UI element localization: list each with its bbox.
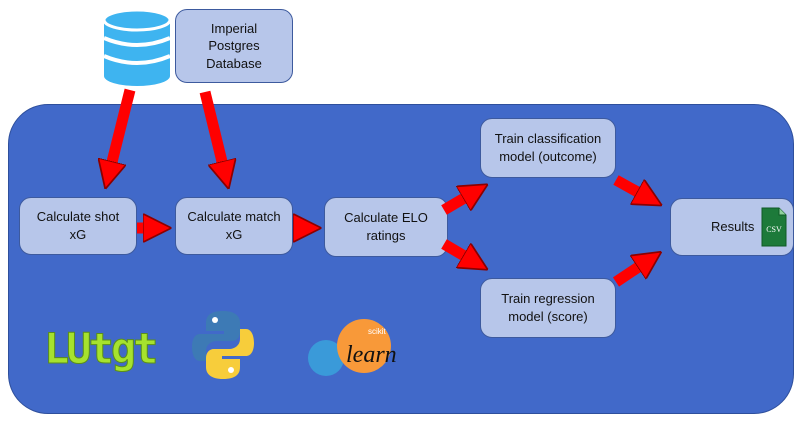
node-train-regression: Train regression model (score) xyxy=(480,278,616,338)
csv-file-icon: CSV xyxy=(761,207,787,247)
node-calculate-elo-ratings: Calculate ELO ratings xyxy=(324,197,448,257)
arrow-elo-to-classification xyxy=(441,190,478,215)
sklearn-big-text: learn xyxy=(346,342,397,368)
sklearn-small-text: scikit xyxy=(368,327,387,336)
scikit-learn-logo: scikit learn xyxy=(308,319,397,376)
node-database: Imperial Postgres Database xyxy=(175,9,293,83)
arrow-elo-to-regression xyxy=(441,239,478,264)
node-calculate-match-xg: Calculate match xG xyxy=(175,197,293,255)
luigi-logo: LUtgt xyxy=(43,324,158,374)
arrow-db-to-shot xyxy=(108,88,136,178)
node-results: Results CSV xyxy=(670,198,794,256)
arrow-classification-to-results xyxy=(613,175,652,200)
csv-label: CSV xyxy=(766,225,782,234)
results-label: Results xyxy=(711,219,755,235)
database-icon xyxy=(102,8,172,86)
arrow-regression-to-results xyxy=(612,258,652,287)
node-train-classification: Train classification model (outcome) xyxy=(480,118,616,178)
arrow-db-to-match xyxy=(199,90,226,178)
python-logo xyxy=(192,311,254,379)
node-calculate-shot-xg: Calculate shot xG xyxy=(19,197,137,255)
